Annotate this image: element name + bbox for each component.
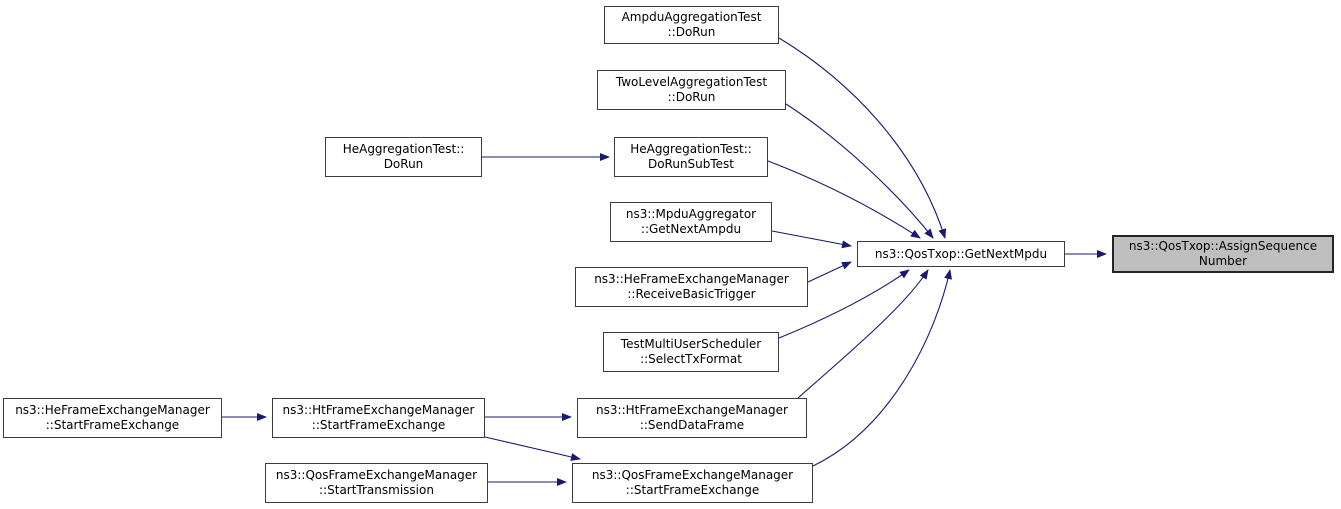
node-mpdu-aggregator-getnextampdu[interactable]: ns3::MpduAggregator ::GetNextAmpdu bbox=[610, 202, 772, 242]
node-test-multi-user-scheduler-selecttxformat[interactable]: TestMultiUserScheduler ::SelectTxFormat bbox=[603, 332, 779, 372]
node-label: HeAggregationTest:: DoRunSubTest bbox=[630, 142, 752, 171]
node-ampdu-aggregation-test-dorun[interactable]: AmpduAggregationTest ::DoRun bbox=[604, 6, 779, 44]
node-qos-frame-exchange-manager-starttransmission[interactable]: ns3::QosFrameExchangeManager ::StartTran… bbox=[265, 463, 488, 503]
node-label: ns3::HeFrameExchangeManager ::ReceiveBas… bbox=[594, 272, 789, 301]
node-label: ns3::MpduAggregator ::GetNextAmpdu bbox=[625, 207, 757, 236]
node-label: ns3::QosFrameExchangeManager ::StartTran… bbox=[275, 468, 478, 497]
node-label: TestMultiUserScheduler ::SelectTxFormat bbox=[620, 337, 762, 366]
node-ht-frame-exchange-manager-senddataframe[interactable]: ns3::HtFrameExchangeManager ::SendDataFr… bbox=[577, 398, 807, 438]
node-he-aggregation-test-dorun[interactable]: HeAggregationTest:: DoRun bbox=[325, 137, 482, 177]
node-he-frame-exchange-manager-startframeexchange[interactable]: ns3::HeFrameExchangeManager ::StartFrame… bbox=[3, 398, 222, 438]
node-label: ns3::QosTxop::GetNextMpdu bbox=[874, 246, 1048, 261]
node-two-level-aggregation-test-dorun[interactable]: TwoLevelAggregationTest ::DoRun bbox=[597, 70, 786, 110]
node-qostxop-assignsequencenumber: ns3::QosTxop::AssignSequence Number bbox=[1112, 235, 1334, 273]
node-label: AmpduAggregationTest ::DoRun bbox=[621, 10, 762, 39]
node-label: TwoLevelAggregationTest ::DoRun bbox=[615, 75, 768, 104]
node-he-aggregation-test-dorunsubtest[interactable]: HeAggregationTest:: DoRunSubTest bbox=[614, 137, 768, 177]
node-ht-frame-exchange-manager-startframeexchange[interactable]: ns3::HtFrameExchangeManager ::StartFrame… bbox=[272, 398, 485, 438]
node-qostxop-getnextmpdu[interactable]: ns3::QosTxop::GetNextMpdu bbox=[857, 241, 1065, 267]
node-qos-frame-exchange-manager-startframeexchange[interactable]: ns3::QosFrameExchangeManager ::StartFram… bbox=[572, 463, 813, 503]
node-label: ns3::QosTxop::AssignSequence Number bbox=[1128, 239, 1318, 268]
node-label: ns3::HtFrameExchangeManager ::StartFrame… bbox=[282, 403, 475, 432]
node-he-frame-exchange-manager-receivebasictrigger[interactable]: ns3::HeFrameExchangeManager ::ReceiveBas… bbox=[575, 267, 808, 307]
node-label: HeAggregationTest:: DoRun bbox=[342, 142, 465, 171]
node-label: ns3::HtFrameExchangeManager ::SendDataFr… bbox=[596, 403, 788, 432]
node-label: ns3::HeFrameExchangeManager ::StartFrame… bbox=[15, 403, 210, 432]
node-label: ns3::QosFrameExchangeManager ::StartFram… bbox=[591, 468, 794, 497]
